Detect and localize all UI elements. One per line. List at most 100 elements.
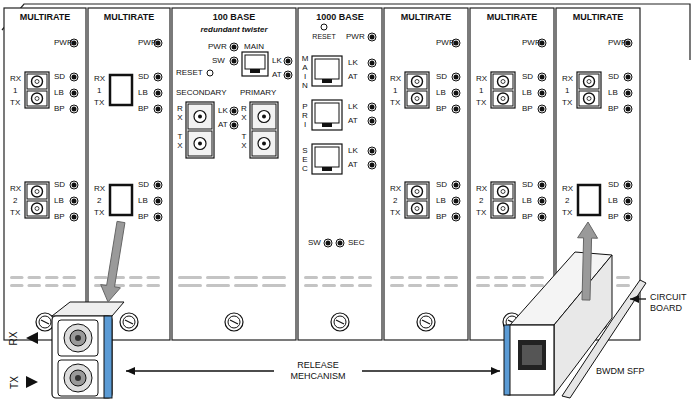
port-core	[262, 115, 266, 119]
panel-label: SD	[436, 72, 447, 82]
vent	[616, 284, 630, 287]
port-core	[35, 97, 39, 101]
led-ring	[368, 33, 376, 41]
line-card: 100 BASEredundant twisterPWRSWRESETMAINL…	[172, 8, 296, 300]
led	[232, 59, 237, 64]
card-panel	[4, 8, 86, 340]
led-ring	[538, 181, 546, 189]
thumb-screw	[417, 313, 435, 331]
port-socket	[27, 201, 47, 216]
line-card: MULTIRATEPWRRX1TXSDLBBPRX2TXSDLBBP	[556, 8, 640, 300]
port-core	[501, 190, 505, 194]
arrowhead	[491, 367, 500, 375]
led	[626, 107, 631, 112]
panel-label: 1	[479, 86, 483, 96]
vent	[494, 276, 508, 279]
thumb-screw-head	[39, 316, 51, 328]
reset-hole	[207, 70, 213, 76]
fiber-port	[250, 102, 278, 158]
led	[454, 75, 459, 80]
vent	[45, 284, 59, 287]
led-ring	[624, 181, 632, 189]
rx-arrow-symbol	[26, 332, 38, 344]
panel-label: LB	[522, 196, 532, 206]
vent	[63, 276, 77, 279]
port-ferrule	[584, 76, 595, 87]
vent	[512, 284, 526, 287]
panel-label: BP	[436, 104, 447, 114]
leader-arrow	[126, 370, 274, 371]
led-ring	[368, 103, 376, 111]
callout-label: RX	[9, 331, 20, 345]
port-ferrule	[584, 93, 595, 104]
led	[370, 163, 375, 168]
thumb-screw-head	[123, 316, 135, 328]
callout-label: RELEASE MEHCANISM	[278, 360, 358, 382]
port-socket	[493, 201, 513, 216]
led-ring	[230, 57, 238, 65]
port-core	[587, 80, 591, 84]
port-ferrule	[412, 203, 423, 214]
led	[540, 107, 545, 112]
card-title: MULTIRATE	[401, 12, 452, 22]
panel-label: 2	[479, 196, 483, 206]
rj45-inner	[245, 55, 265, 69]
led	[232, 45, 237, 50]
led	[156, 215, 161, 220]
fiber-port	[186, 102, 214, 158]
port-core	[198, 142, 202, 146]
led-ring	[154, 89, 162, 97]
line-card: MULTIRATEPWRRX1TXSDLBBPRX2TXSDLBBP	[4, 8, 86, 300]
sfp-slot	[110, 185, 132, 215]
led	[454, 91, 459, 96]
line-card: MULTIRATEPWRRX1TXSDLBBPRX2TXSDLBBP	[88, 8, 170, 300]
led	[370, 149, 375, 154]
line-card: MULTIRATEPWRRX1TXSDLBBPRX2TXSDLBBP	[470, 8, 554, 300]
rj45-tab	[322, 79, 332, 83]
vent	[530, 284, 544, 287]
port-socket	[27, 91, 47, 106]
port-core	[415, 207, 419, 211]
screw-slot	[230, 320, 238, 324]
panel-label: BP	[436, 212, 447, 222]
port-socket	[407, 184, 427, 199]
panel-label: RX	[390, 74, 401, 84]
thumb-screw	[225, 313, 243, 331]
led	[326, 241, 331, 246]
port-ferrule	[412, 93, 423, 104]
vent	[322, 284, 336, 287]
panel-label: BP	[54, 212, 65, 222]
panel-label: RX	[476, 74, 487, 84]
vent	[530, 276, 544, 279]
panel-label: SW	[308, 238, 321, 248]
module-socket	[58, 360, 98, 396]
release-latch	[104, 316, 112, 398]
vent	[444, 284, 458, 287]
vent	[340, 284, 354, 287]
module-ferrule-inner	[70, 330, 86, 346]
port-core	[501, 207, 505, 211]
panel-label: 2	[393, 196, 397, 206]
rj45-port	[312, 144, 342, 174]
panel-label: AT	[272, 70, 282, 80]
led-ring	[624, 105, 632, 113]
panel-label: PRIMARY	[240, 88, 276, 98]
module-ferrule	[64, 364, 92, 392]
callout-label: TX	[9, 376, 20, 389]
panel-label: P R I	[301, 102, 309, 129]
panel-label: BP	[522, 212, 533, 222]
panel-label: LB	[608, 88, 618, 98]
led-ring	[538, 105, 546, 113]
panel-label: LK	[272, 56, 282, 66]
module-body	[52, 302, 124, 316]
panel-label: 2	[97, 196, 101, 206]
thumb-screw	[120, 313, 138, 331]
vent	[129, 276, 143, 279]
port-socket	[493, 184, 513, 199]
panel-label: BP	[138, 104, 149, 114]
fiber-port	[405, 72, 429, 108]
port-core	[501, 97, 505, 101]
led	[626, 91, 631, 96]
led	[454, 183, 459, 188]
